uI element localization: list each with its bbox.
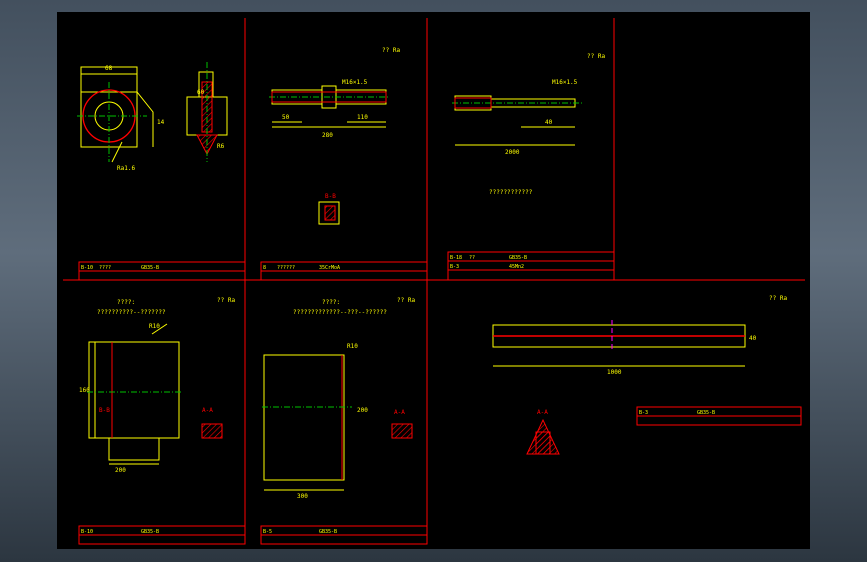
cad-canvas: 68 60 14 Ra1.6 R6 ?? Ra 280 50 110 M16×1… bbox=[63, 18, 805, 545]
thread-text: M16×1.5 bbox=[342, 79, 368, 86]
section-hatch bbox=[535, 431, 551, 455]
title-row: GB35-B bbox=[141, 265, 159, 271]
dim-text: 160 bbox=[79, 387, 90, 394]
thread-text: M16×1.5 bbox=[552, 79, 578, 86]
dim-text: 300 bbox=[297, 493, 308, 500]
roughness-note: ?? Ra bbox=[217, 297, 235, 304]
section-label: B-B bbox=[325, 193, 336, 200]
plate-outline bbox=[108, 437, 160, 461]
section-a bbox=[201, 423, 223, 439]
plate-outline bbox=[263, 354, 345, 481]
front-view bbox=[80, 66, 154, 148]
section-line bbox=[454, 97, 492, 109]
dim-text: 2000 bbox=[505, 149, 520, 156]
dim-text: 68 bbox=[105, 65, 113, 72]
sheet-3 bbox=[452, 95, 582, 146]
dim-text: 40 bbox=[749, 335, 757, 342]
title-row: ???? bbox=[99, 265, 111, 271]
roughness-text: Ra1.6 bbox=[117, 165, 135, 172]
roughness-note: ?? Ra bbox=[587, 53, 605, 60]
title-row: 45Mn2 bbox=[509, 264, 524, 270]
dim-text: R6 bbox=[217, 143, 225, 150]
tech-heading: ????: bbox=[117, 299, 135, 306]
section-a bbox=[391, 423, 413, 439]
sheet-1 bbox=[77, 62, 228, 163]
title-row: B-5 bbox=[263, 529, 272, 535]
title-row: 8 bbox=[263, 265, 266, 271]
title-row: GB35-B bbox=[697, 410, 715, 416]
dim-text: 14 bbox=[157, 119, 165, 126]
tech-heading: ????: bbox=[322, 299, 340, 306]
section-line bbox=[271, 91, 387, 103]
tech-note: ???????????? bbox=[489, 189, 533, 196]
dim-text: 110 bbox=[357, 114, 368, 121]
title-row: GB35-B bbox=[141, 529, 159, 535]
section-label: A-A bbox=[202, 407, 213, 414]
title-row: GB35-B bbox=[509, 255, 527, 261]
title-row: B-10 bbox=[81, 265, 93, 271]
dim-text: R10 bbox=[149, 323, 160, 330]
dim-text: 60 bbox=[197, 89, 205, 96]
section-hatch bbox=[391, 423, 413, 439]
leader-line bbox=[111, 141, 123, 163]
section-label: B-B bbox=[99, 407, 110, 414]
sheet-6 bbox=[492, 320, 746, 455]
roughness-note: ?? Ra bbox=[382, 47, 400, 54]
section-outline bbox=[318, 201, 340, 225]
tech-note: ??????????--??????? bbox=[97, 309, 166, 316]
leader-line bbox=[151, 323, 168, 335]
section-label: A-A bbox=[394, 409, 405, 416]
sheet-5 bbox=[262, 354, 413, 491]
dim-text: 1000 bbox=[607, 369, 622, 376]
tech-note: ?????????????--???--?????? bbox=[293, 309, 387, 316]
sheet-2 bbox=[269, 85, 390, 225]
title-row: ?? bbox=[469, 255, 475, 261]
title-block-grids bbox=[78, 251, 802, 545]
section-b bbox=[318, 201, 340, 225]
annotations: 68 60 14 Ra1.6 R6 ?? Ra 280 50 110 M16×1… bbox=[79, 47, 787, 500]
title-row: ?????? bbox=[277, 265, 295, 271]
title-row: B-3 bbox=[639, 410, 648, 416]
dim-text: 50 bbox=[282, 114, 290, 121]
dim-text: 200 bbox=[115, 467, 126, 474]
plate-outline bbox=[88, 341, 180, 439]
roughness-note: ?? Ra bbox=[769, 295, 787, 302]
section-label: A-A bbox=[537, 409, 548, 416]
sheet-dividers bbox=[63, 18, 805, 544]
title-block-text: B-10 ???? GB35-B 8 ?????? 35CrMoA B-18 ?… bbox=[81, 255, 715, 535]
dim-text: R10 bbox=[347, 343, 358, 350]
part-outline bbox=[80, 66, 138, 148]
dim-text: 40 bbox=[545, 119, 553, 126]
dim-text: 280 bbox=[322, 132, 333, 139]
section-hatch bbox=[201, 423, 223, 439]
title-block-3 bbox=[447, 251, 615, 281]
plate-view bbox=[88, 323, 180, 465]
title-row: GB35-B bbox=[319, 529, 337, 535]
sheet-4 bbox=[87, 323, 223, 465]
part-outline bbox=[81, 91, 154, 147]
title-row: 35CrMoA bbox=[319, 265, 340, 271]
cad-drawing-sheet: 68 60 14 Ra1.6 R6 ?? Ra 280 50 110 M16×1… bbox=[57, 12, 810, 549]
dim-text: 200 bbox=[357, 407, 368, 414]
roughness-note: ?? Ra bbox=[397, 297, 415, 304]
title-row: B-10 bbox=[81, 529, 93, 535]
title-row: B-3 bbox=[450, 264, 459, 270]
section-hatch bbox=[324, 205, 336, 221]
title-row: B-18 bbox=[450, 255, 462, 261]
